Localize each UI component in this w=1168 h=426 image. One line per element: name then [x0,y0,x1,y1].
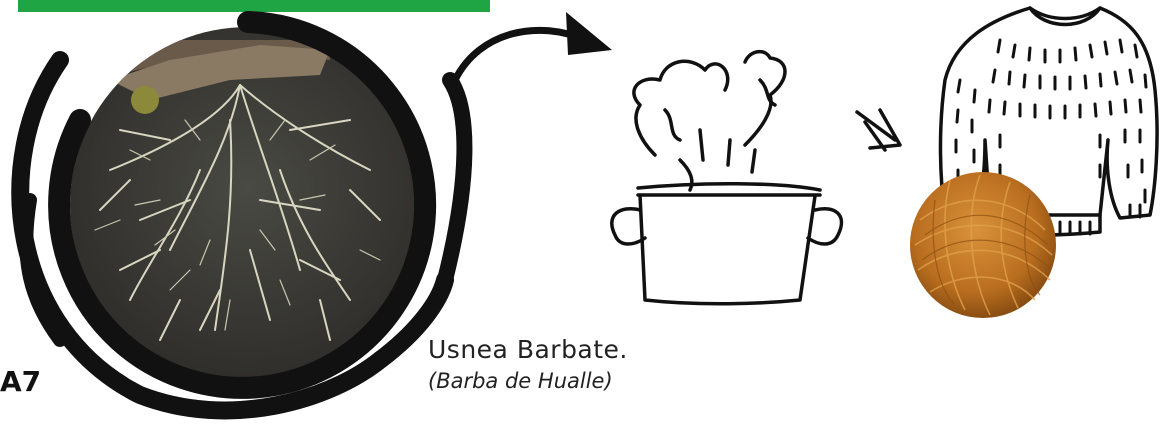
double-arrow-icon [857,110,900,150]
caption: Usnea Barbate. (Barba de Hualle) [428,335,628,394]
arrow-icon [455,12,612,80]
steaming-pot-icon [612,52,842,304]
logo-fragment: A7 [0,365,41,398]
common-name: (Barba de Hualle) [428,369,628,394]
species-name: Usnea Barbate. [428,335,628,365]
yarn-ball-icon [910,172,1056,318]
